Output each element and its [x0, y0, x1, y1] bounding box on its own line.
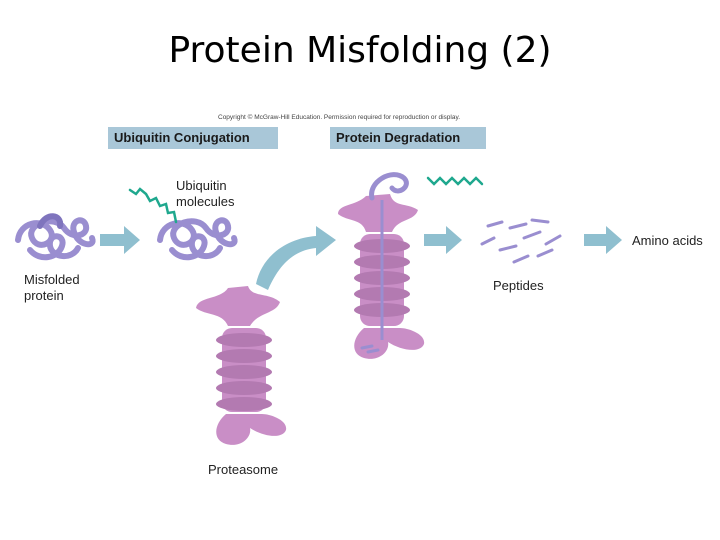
arrow-to-amino-acids — [584, 226, 622, 254]
label-misfolded-protein-line2: protein — [24, 288, 64, 303]
arrow-degradation — [424, 226, 462, 254]
peptides-illustration — [480, 218, 562, 264]
proteasome-illustration — [196, 286, 287, 445]
label-proteasome: Proteasome — [208, 462, 279, 477]
ubiquitinated-protein-illustration — [157, 217, 238, 261]
label-peptides: Peptides — [493, 278, 544, 293]
stage-header-ubiquitin-conjugation: Ubiquitin Conjugation — [108, 127, 278, 149]
slide-title: Protein Misfolding (2) — [168, 30, 552, 71]
label-misfolded-protein: Misfolded protein — [24, 272, 80, 304]
arrow-conjugation — [100, 226, 140, 254]
proteasome-degrading-illustration — [338, 172, 484, 359]
label-ubiquitin-line2: molecules — [176, 194, 235, 209]
misfolded-protein-illustration — [15, 213, 96, 261]
copyright-notice: Copyright © McGraw-Hill Education. Permi… — [218, 114, 461, 121]
ubiquitin-chain — [128, 187, 178, 224]
stage-header-protein-degradation: Protein Degradation — [330, 127, 486, 149]
label-amino-acids: Amino acids — [632, 233, 703, 248]
label-ubiquitin-molecules: Ubiquitin molecules — [176, 178, 235, 210]
arrow-to-proteasome — [256, 226, 336, 290]
label-misfolded-protein-line1: Misfolded — [24, 272, 80, 287]
label-ubiquitin-line1: Ubiquitin — [176, 178, 227, 193]
